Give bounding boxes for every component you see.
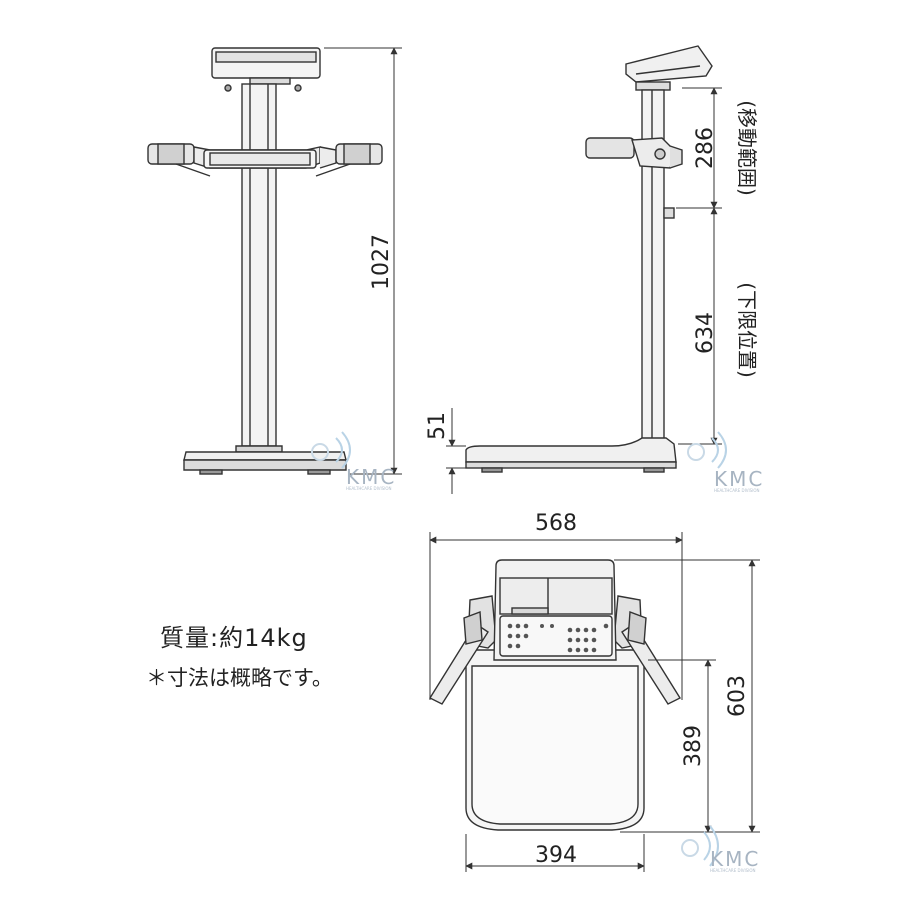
front-base: [183, 445, 347, 475]
svg-text:HEALTHCARE DIVISION: HEALTHCARE DIVISION: [710, 868, 756, 873]
svg-text:HEALTHCARE DIVISION: HEALTHCARE DIVISION: [346, 486, 392, 491]
side-view: [465, 45, 713, 473]
side-moving-range-value: 286: [693, 127, 718, 169]
front-handle-bar: [147, 143, 383, 177]
top-dimensions: [429, 532, 760, 872]
front-height-label: 1027: [369, 234, 394, 290]
kmc-watermark-logo: KMC HEALTHCARE DIVISION: [687, 431, 764, 493]
top-depth-label: 603: [725, 675, 750, 717]
top-left-grip: [429, 595, 497, 705]
side-base: [465, 437, 677, 473]
front-view: [147, 47, 383, 475]
front-pole: [241, 83, 277, 447]
top-base-width-label: 394: [535, 843, 577, 868]
top-width-label: 568: [535, 511, 577, 536]
side-lower-position-value: 634: [693, 312, 718, 354]
side-head-unit: [625, 45, 713, 83]
side-handle: [585, 137, 683, 169]
top-view: [429, 559, 681, 831]
top-control-panel: [493, 559, 617, 661]
top-inner-depth-label: 389: [681, 725, 706, 767]
side-lower-position-label: (下限位置): [735, 282, 759, 378]
side-moving-range-label: (移動範囲): [735, 100, 759, 196]
svg-text:HEALTHCARE DIVISION: HEALTHCARE DIVISION: [714, 488, 760, 493]
svg-text:KMC: KMC: [714, 467, 764, 491]
side-base-height-label: 51: [425, 412, 450, 440]
svg-text:KMC: KMC: [346, 465, 396, 489]
kmc-watermark-logo: KMC HEALTHCARE DIVISION: [311, 431, 396, 491]
kmc-watermark-logo: KMC HEALTHCARE DIVISION: [681, 825, 760, 873]
top-right-grip: [613, 595, 681, 705]
front-height-dimension: [324, 47, 402, 475]
approximate-dimensions-note: ＊寸法は概略です。: [146, 666, 333, 690]
svg-text:KMC: KMC: [710, 847, 760, 871]
mass-spec: 質量:約14kg: [160, 624, 308, 652]
